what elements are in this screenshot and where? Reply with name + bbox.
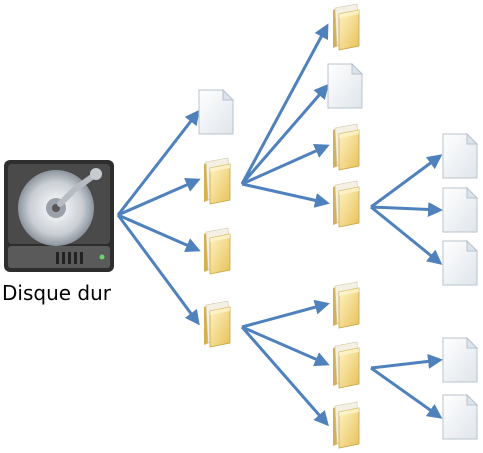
nodes [198, 3, 479, 449]
hard-drive-icon [4, 160, 114, 272]
connector-arrow [116, 214, 200, 326]
document-icon [442, 336, 479, 383]
folder-icon [204, 300, 231, 348]
connector-arrow [241, 144, 330, 186]
connector-arrow [370, 201, 443, 217]
connector-arrow [241, 325, 330, 367]
document-icon [442, 239, 479, 286]
arrows [116, 23, 443, 427]
connector-arrow [370, 366, 443, 419]
document-icon [327, 62, 364, 109]
document-icon [442, 393, 479, 440]
document-icon [198, 88, 235, 135]
connector-arrow [241, 182, 330, 208]
folder-icon [333, 3, 360, 51]
hard-drive-label: Disque dur [2, 281, 112, 305]
connector-arrow [370, 154, 443, 209]
connector-arrow [117, 177, 201, 217]
folder-icon [333, 123, 360, 171]
folder-icon [333, 180, 360, 228]
folder-icon [204, 157, 231, 205]
document-icon [442, 132, 479, 179]
connector-arrow [240, 23, 329, 185]
connector-arrow [370, 353, 443, 370]
folder-icon [333, 341, 360, 389]
folder-icon [333, 281, 360, 329]
connector-arrow [370, 205, 443, 265]
folder-icon [333, 401, 360, 449]
connector-arrow [240, 83, 329, 185]
connector-arrow [116, 109, 200, 216]
connector-arrow [117, 213, 201, 253]
connector-arrow [240, 326, 329, 427]
connector-arrow [241, 299, 330, 329]
document-icon [442, 186, 479, 233]
folder-icon [204, 227, 231, 275]
